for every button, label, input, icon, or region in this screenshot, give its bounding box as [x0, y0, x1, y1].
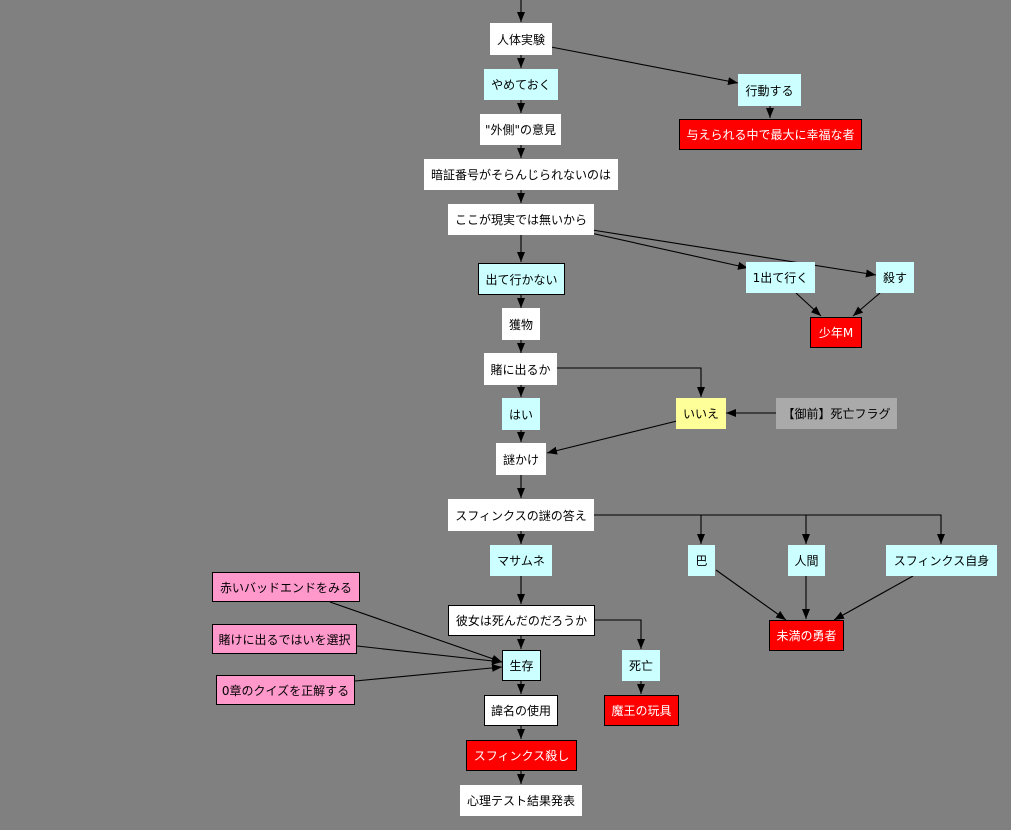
edge-n1-n3	[550, 46, 739, 86]
node-human-experiment[interactable]: 人体実験	[490, 23, 552, 55]
node-leave[interactable]: 1出て行く	[746, 262, 815, 293]
edge-n25-n28	[595, 619, 645, 649]
node-red-bad-end[interactable]: 赤いバッドエンドをみる	[212, 572, 360, 602]
node-kill[interactable]: 殺す	[876, 262, 914, 293]
node-survive[interactable]: 生存	[502, 650, 541, 681]
edge-n18-n22	[806, 514, 945, 544]
node-happiest-one[interactable]: 与えられる中で最大に幸福な者	[679, 119, 862, 150]
edge-n22-n23	[833, 575, 914, 621]
node-true-name[interactable]: 諱名の使用	[484, 695, 558, 726]
edge-n9-n11	[795, 292, 822, 317]
node-tomoe[interactable]: 巴	[688, 545, 715, 576]
node-yes[interactable]: はい	[502, 398, 540, 430]
node-demon-king-toy[interactable]: 魔王の玩具	[604, 695, 679, 726]
node-sphinx-riddle-answer[interactable]: スフィンクスの謎の答え	[448, 499, 594, 531]
node-psych-test-result[interactable]: 心理テスト結果発表	[460, 785, 582, 816]
node-not-reality[interactable]: ここが現実では無いから	[448, 204, 594, 235]
node-sphinx-slayer[interactable]: スフィンクス殺し	[466, 740, 577, 771]
edge-n18-n20	[594, 514, 705, 544]
node-pin-code[interactable]: 暗証番号がそらんじられないのは	[424, 159, 618, 190]
node-riddle[interactable]: 謎かけ	[496, 443, 546, 475]
edge-n15-n17	[546, 420, 678, 455]
node-not-leave[interactable]: 出て行かない	[478, 263, 565, 295]
node-chapter0-quiz[interactable]: 0章のクイズを正解する	[216, 675, 355, 705]
edge-n18-n21	[701, 514, 810, 544]
node-sphinx-itself[interactable]: スフィンクス自身	[886, 545, 997, 576]
node-outside-opinion[interactable]: "外側"の意見	[480, 114, 561, 145]
node-no[interactable]: いいえ	[676, 398, 726, 429]
node-masamune[interactable]: マサムネ	[490, 545, 552, 576]
edge-n20-n23	[715, 569, 787, 621]
edge-n7-n9	[585, 231, 749, 270]
node-death[interactable]: 死亡	[622, 650, 660, 681]
node-human[interactable]: 人間	[788, 545, 825, 576]
node-prey[interactable]: 獲物	[502, 308, 540, 340]
edge-n13-n15	[557, 367, 705, 397]
node-did-she-die[interactable]: 彼女は死んだのだろうか	[448, 605, 595, 636]
node-stop[interactable]: やめておく	[484, 69, 558, 100]
node-lesser-hero[interactable]: 未満の勇者	[769, 620, 844, 651]
edge-n10-n11	[852, 292, 881, 317]
edge-n24-n27	[329, 601, 503, 663]
node-boy-m[interactable]: 少年M	[810, 317, 862, 348]
edge-n29-n27	[354, 663, 503, 682]
node-choose-yes[interactable]: 賭けに出るではいを選択	[212, 624, 357, 654]
node-gamble[interactable]: 賭に出るか	[484, 353, 557, 385]
node-death-flag[interactable]: 【御前】死亡フラグ	[776, 398, 897, 429]
node-act[interactable]: 行動する	[738, 74, 801, 106]
edge-n7-n10	[585, 228, 877, 278]
edge-n26-n27	[356, 645, 503, 665]
